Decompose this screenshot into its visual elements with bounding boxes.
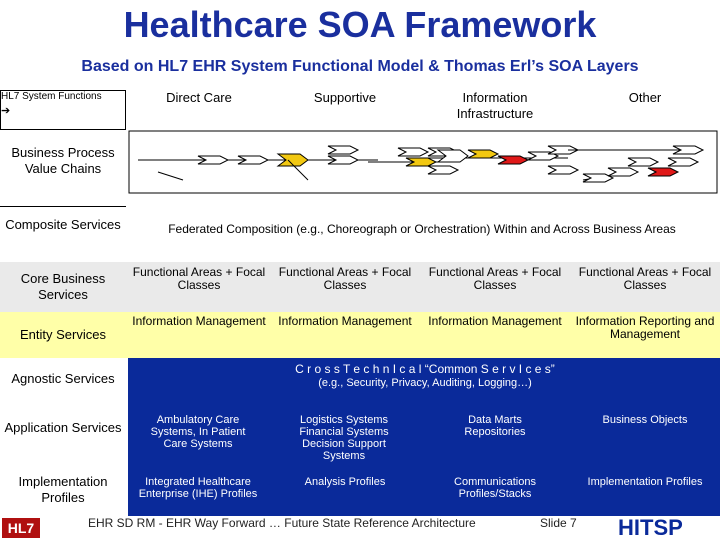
blue-services-band [128,358,720,516]
application-cell-information-infrastructure: Data Marts Repositories [464,414,526,438]
functions-label-cell: HL7 System Functions ➔ [0,90,126,130]
agnostic-line-2: (e.g., Security, Privacy, Auditing, Logg… [318,376,532,389]
entity-cell-direct-care: Information Management [132,314,266,328]
core-cell-information-infrastructure: Functional Areas + Focal Classes [428,265,562,292]
row-label-core-business: Core Business Services [20,271,106,302]
agnostic-line-1: C r o s s T e c h n I c a l “Common S e … [295,361,555,376]
implementation-cell-information-infrastructure: Communications Profiles/Stacks [454,476,536,500]
footer-text: EHR SD RM - EHR Way Forward … Future Sta… [88,516,476,530]
row-label-entity: Entity Services [20,327,106,342]
core-cell-supportive: Functional Areas + Focal Classes [278,265,412,292]
core-cell-other: Functional Areas + Focal Classes [578,265,712,292]
row-label-agnostic: Agnostic Services [11,371,115,386]
hl7-logo: HL7 [2,518,40,538]
core-cell-direct-care: Functional Areas + Focal Classes [132,265,266,292]
implementation-cell-supportive: Analysis Profiles [304,476,386,488]
composite-description: Federated Composition (e.g., Choreograph… [168,221,676,236]
hitsp-logo-text: HITSP [618,515,683,540]
column-header-other: Other [628,90,662,105]
implementation-cell-other: Implementation Profiles [587,476,703,488]
value-chain-diagram [128,130,718,194]
entity-cell-information-infrastructure: Information Management [428,314,562,328]
entity-cell-supportive: Information Management [278,314,412,328]
row-label-composite: Composite Services [0,206,126,242]
application-cell-direct-care: Ambulatory Care Systems, In Patient Care… [150,414,246,450]
core-business-band [0,262,720,312]
hl7-logo-text: HL7 [7,520,35,536]
entity-band [0,312,720,358]
row-label-implementation: Implementation Profiles [18,474,108,505]
hitsp-logo: HITSP [618,516,718,540]
entity-cell-other: Information Reporting and Management [575,314,715,341]
implementation-cell-direct-care: Integrated Healthcare Enterprise (IHE) P… [138,476,258,500]
functions-label: HL7 System Functions [1,91,102,102]
row-label-application: Application Services [4,420,122,435]
application-cell-supportive: Logistics Systems Financial Systems Deci… [299,414,389,462]
slide-title: Healthcare SOA Framework [123,4,597,45]
column-header-supportive: Supportive [313,90,377,105]
row-label-business-process: Business Process Value Chains [11,145,115,176]
slide-subtitle: Based on HL7 EHR System Functional Model… [81,58,639,75]
column-header-information-infrastructure: Information Infrastructure [456,90,534,121]
application-cell-other: Business Objects [602,414,688,426]
column-header-direct-care: Direct Care [166,90,232,105]
arrow-right-icon: ➔ [1,105,11,117]
slide-number: Slide 7 [540,516,577,530]
